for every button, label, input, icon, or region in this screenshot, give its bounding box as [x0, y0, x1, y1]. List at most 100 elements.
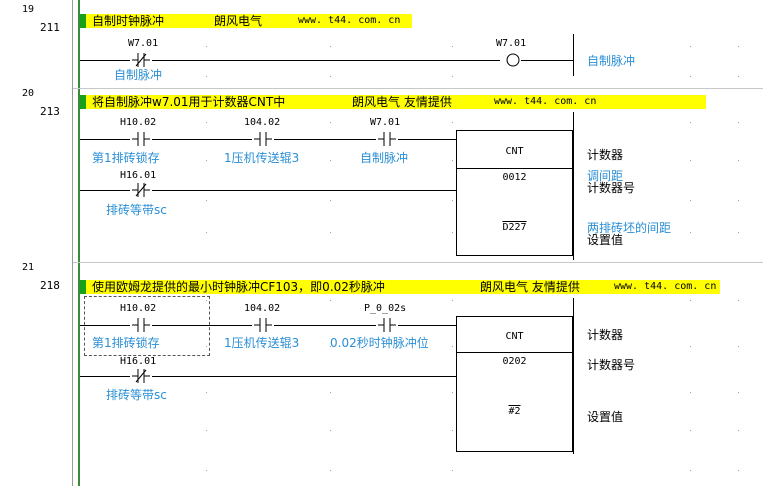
grid-dot	[206, 232, 207, 233]
grid-dot	[330, 76, 331, 77]
grid-dot	[452, 76, 453, 77]
step-number: 213	[40, 105, 60, 118]
grid-dot	[738, 346, 739, 347]
right-rail	[573, 34, 574, 76]
grid-dot	[690, 122, 691, 123]
set-value-operand: #2	[508, 406, 521, 417]
contact-label: 1压机传送辊3	[224, 151, 300, 165]
rung-comment[interactable]: 使用欧姆龙提供的最小时钟脉冲CF103，即0.02秒脉冲 朗风电气 友情提供 w…	[86, 280, 720, 294]
rung-comment[interactable]: 将自制脉冲w7.01用于计数器CNT中 朗风电气 友情提供 www. t44. …	[86, 95, 706, 109]
rung-wire	[80, 190, 456, 191]
comment-url: www. t44. com. cn	[614, 281, 717, 292]
grid-dot	[206, 300, 207, 301]
contact-label: 第1排砖锁存	[92, 336, 160, 350]
rung-number: 21	[22, 262, 35, 273]
grid-dot	[452, 46, 453, 47]
grid-dot	[738, 430, 739, 431]
grid-dot	[206, 46, 207, 47]
operand-comment: 两排砖坯的间距	[587, 221, 672, 235]
cnt-instruction-block[interactable]	[456, 130, 573, 256]
comment-author: 朗风电气 友情提供	[480, 280, 580, 294]
rung-separator	[73, 262, 763, 263]
nc-contact-icon[interactable]	[130, 368, 152, 384]
grid-dot	[330, 232, 331, 233]
grid-dot	[330, 160, 331, 161]
grid-dot	[690, 392, 691, 393]
cnt-instruction-block[interactable]	[456, 316, 573, 452]
grid-dot	[690, 232, 691, 233]
coil-operand: W7.01	[496, 38, 527, 49]
comment-author: 朗风电气	[214, 14, 263, 28]
grid-dot	[690, 200, 691, 201]
grid-dot	[330, 200, 331, 201]
grid-dot	[330, 392, 331, 393]
contact-label: 第1排砖锁存	[92, 151, 160, 165]
nc-contact-icon[interactable]	[130, 182, 152, 198]
contact-operand: 104.02	[244, 303, 281, 314]
grid-dot	[452, 160, 453, 161]
grid-dot	[738, 392, 739, 393]
comment-title: 使用欧姆龙提供的最小时钟脉冲CF103，即0.02秒脉冲	[92, 280, 385, 294]
grid-dot	[452, 470, 453, 471]
contact-operand: 104.02	[244, 117, 281, 128]
grid-dot	[206, 470, 207, 471]
no-contact-icon[interactable]	[252, 317, 274, 333]
comment-url: www. t44. com. cn	[494, 96, 597, 107]
no-contact-icon[interactable]	[130, 317, 152, 333]
comment-marker	[80, 95, 86, 109]
nc-contact-icon[interactable]	[130, 52, 152, 68]
contact-operand: H16.01	[120, 356, 157, 367]
instruction-name: CNT	[505, 331, 524, 342]
selection-cursor[interactable]	[84, 296, 210, 356]
rung-comment[interactable]: 自制时钟脉冲 朗风电气 www. t44. com. cn	[86, 14, 412, 28]
grid-dot	[206, 122, 207, 123]
grid-dot	[452, 430, 453, 431]
grid-dot	[690, 46, 691, 47]
rung-wire	[80, 60, 500, 61]
step-number: 211	[40, 21, 60, 34]
grid-dot	[738, 122, 739, 123]
left-power-rail	[78, 0, 80, 486]
grid-dot	[738, 232, 739, 233]
no-contact-icon[interactable]	[252, 131, 274, 147]
contact-label: 自制脉冲	[360, 151, 409, 165]
grid-dot	[206, 346, 207, 347]
grid-dot	[330, 430, 331, 431]
coil-label: 自制脉冲	[587, 54, 636, 68]
grid-dot	[690, 346, 691, 347]
contact-operand: H10.02	[120, 117, 157, 128]
grid-dot	[690, 76, 691, 77]
contact-operand: W7.01	[128, 38, 159, 49]
grid-dot	[452, 346, 453, 347]
counter-number: 0012	[502, 172, 527, 183]
not-coil-icon[interactable]	[505, 53, 521, 67]
rung-number: 20	[22, 88, 35, 99]
comment-url: www. t44. com. cn	[298, 15, 401, 26]
contact-label: 自制脉冲	[114, 68, 163, 82]
grid-dot	[738, 470, 739, 471]
right-rail	[573, 112, 574, 260]
grid-dot	[738, 300, 739, 301]
operand-desc: 计数器号	[587, 358, 636, 372]
grid-dot	[690, 300, 691, 301]
right-rail	[573, 298, 574, 454]
comment-marker	[80, 14, 86, 28]
grid-dot	[738, 76, 739, 77]
grid-dot	[738, 46, 739, 47]
block-divider	[457, 352, 572, 353]
comment-title: 将自制脉冲w7.01用于计数器CNT中	[92, 95, 286, 109]
operand-desc: 设置值	[587, 410, 624, 424]
step-number: 218	[40, 279, 60, 292]
comment-author: 朗风电气 友情提供	[352, 95, 452, 109]
grid-dot	[452, 300, 453, 301]
operand-desc: 计数器	[587, 328, 624, 342]
no-contact-icon[interactable]	[130, 131, 152, 147]
no-contact-icon[interactable]	[376, 317, 398, 333]
grid-dot	[738, 200, 739, 201]
grid-dot	[206, 200, 207, 201]
contact-label: 排砖等带sc	[106, 203, 167, 217]
no-contact-icon[interactable]	[376, 131, 398, 147]
operand-desc: 计数器号	[587, 181, 636, 195]
grid-dot	[330, 122, 331, 123]
comment-title: 自制时钟脉冲	[92, 14, 165, 28]
